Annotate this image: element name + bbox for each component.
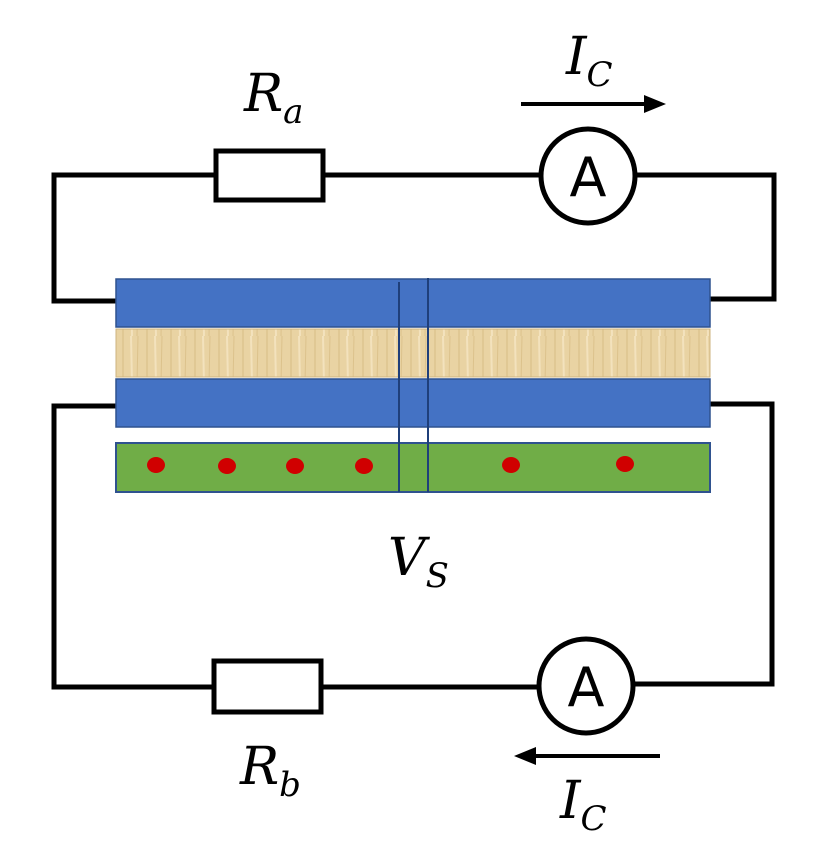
resistor-b: [211, 658, 324, 715]
resistor-a: [213, 148, 326, 203]
ammeter-bottom-label: A: [568, 656, 605, 719]
current-arrow-top: [521, 95, 666, 113]
voltage-label: VS: [388, 528, 449, 596]
ammeter-top-label: A: [570, 146, 607, 209]
resistor-a-label: Ra: [243, 64, 303, 132]
wire-bottom-right: [634, 401, 775, 687]
current-top-label: IC: [565, 27, 613, 95]
device-stack: [115, 278, 711, 493]
barrier-layer: [115, 328, 711, 378]
ammeter-bottom: A: [536, 636, 636, 736]
bottom-electrode: [115, 378, 711, 428]
particle: [147, 457, 165, 473]
current-bottom-label: IC: [559, 771, 607, 839]
channel-layer: [115, 442, 711, 493]
particle: [218, 458, 236, 474]
top-electrode: [115, 278, 711, 328]
particle: [502, 457, 520, 473]
particle: [355, 458, 373, 474]
resistor-b-label: Rb: [239, 737, 301, 805]
particle: [286, 458, 304, 474]
current-arrow-bottom: [514, 747, 660, 765]
ammeter-top: A: [538, 126, 638, 226]
wire-top-left: [51, 172, 216, 304]
particle: [616, 456, 634, 472]
wire-bottom-left: [51, 403, 214, 690]
wire-top-right: [636, 172, 777, 302]
